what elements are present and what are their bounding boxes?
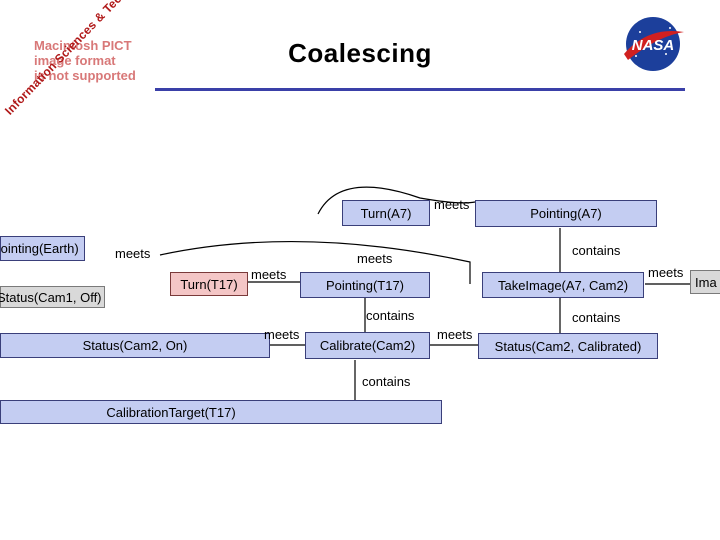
node-turn-t17: Turn(T17): [170, 272, 248, 296]
label-contains-status: contains: [572, 310, 621, 325]
label-meets-turn: meets: [251, 267, 287, 282]
nasa-logo: NASA: [618, 14, 688, 74]
label-meets-mid: meets: [357, 251, 393, 266]
label-contains-pointing: contains: [366, 308, 415, 323]
node-image-cut-label: Ima: [695, 274, 717, 290]
node-pointing-earth: Pointing(Earth): [0, 236, 85, 261]
node-status-cam1: Status(Cam1, Off): [0, 286, 105, 308]
node-image-cut: Ima: [690, 270, 720, 294]
node-status-cam2-calibrated: Status(Cam2, Calibrated): [478, 333, 658, 359]
label-meets-left: meets: [115, 246, 151, 261]
placeholder-line-3: is not supported: [34, 68, 136, 83]
node-calibration-target-label: CalibrationTarget(T17): [106, 404, 236, 420]
node-status-cam1-label: Status(Cam1, Off): [0, 289, 102, 305]
label-contains-takeimage: contains: [572, 243, 621, 258]
label-meets-calibrate: meets: [437, 327, 473, 342]
node-calibrate: Calibrate(Cam2): [305, 332, 430, 359]
page-title: Coalescing: [288, 38, 432, 68]
placeholder-line-2: image format: [34, 53, 116, 68]
node-turn-a7: Turn(A7): [342, 200, 430, 226]
logo-text: NASA: [632, 37, 675, 54]
pict-placeholder: Macintosh PICT image format is not suppo…: [0, 0, 165, 120]
placeholder-line-1: Macintosh PICT: [34, 38, 132, 53]
node-pointing-t17: Pointing(T17): [300, 272, 430, 298]
node-pointing-a7: Pointing(A7): [475, 200, 657, 227]
node-calibration-target: CalibrationTarget(T17): [0, 400, 442, 424]
title-rule: [155, 88, 685, 91]
label-contains-target: contains: [362, 374, 411, 389]
node-takeimage: TakeImage(A7, Cam2): [482, 272, 644, 298]
node-pointing-earth-label: Pointing(Earth): [0, 241, 79, 256]
label-meets-top: meets: [434, 197, 470, 212]
node-status-cam2-on: Status(Cam2, On): [0, 333, 270, 358]
label-meets-status: meets: [264, 327, 300, 342]
label-meets-right: meets: [648, 265, 684, 280]
